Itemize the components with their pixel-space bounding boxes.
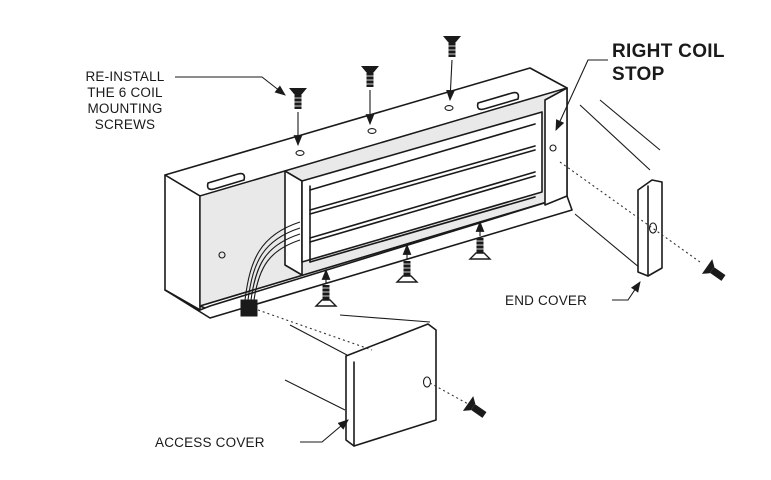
- screw-icon: [396, 243, 418, 283]
- reinstall-label: RE-INSTALL THE 6 COIL MOUNTING SCREWS: [62, 69, 188, 133]
- access-cover-label: ACCESS COVER: [155, 435, 265, 450]
- end-cover-label: END COVER: [505, 293, 588, 308]
- end-cover-part: [559, 99, 726, 281]
- right-coil-stop-line1: RIGHT COIL: [612, 41, 725, 62]
- magnet-housing: [164, 67, 573, 319]
- screw-icon: [315, 268, 337, 307]
- reinstall-label-line1: RE-INSTALL: [85, 69, 165, 84]
- leader-arrow-icon: [612, 281, 641, 301]
- right-coil-stop-label: RIGHT COIL STOP: [612, 40, 725, 86]
- screw-icon: [288, 87, 308, 147]
- screw-icon: [442, 35, 462, 102]
- reinstall-label-line2: THE 6 COIL: [87, 85, 163, 100]
- reinstall-label-line3: MOUNTING SCREWS: [87, 101, 163, 132]
- access-cover-part: [257, 309, 487, 447]
- leader-arrow-icon: [175, 76, 286, 96]
- leader-arrow-icon: [555, 59, 608, 132]
- right-coil-stop-line2: STOP: [612, 64, 665, 85]
- screw-icon: [469, 220, 491, 260]
- leader-arrow-icon: [300, 419, 349, 443]
- screw-icon: [360, 65, 380, 126]
